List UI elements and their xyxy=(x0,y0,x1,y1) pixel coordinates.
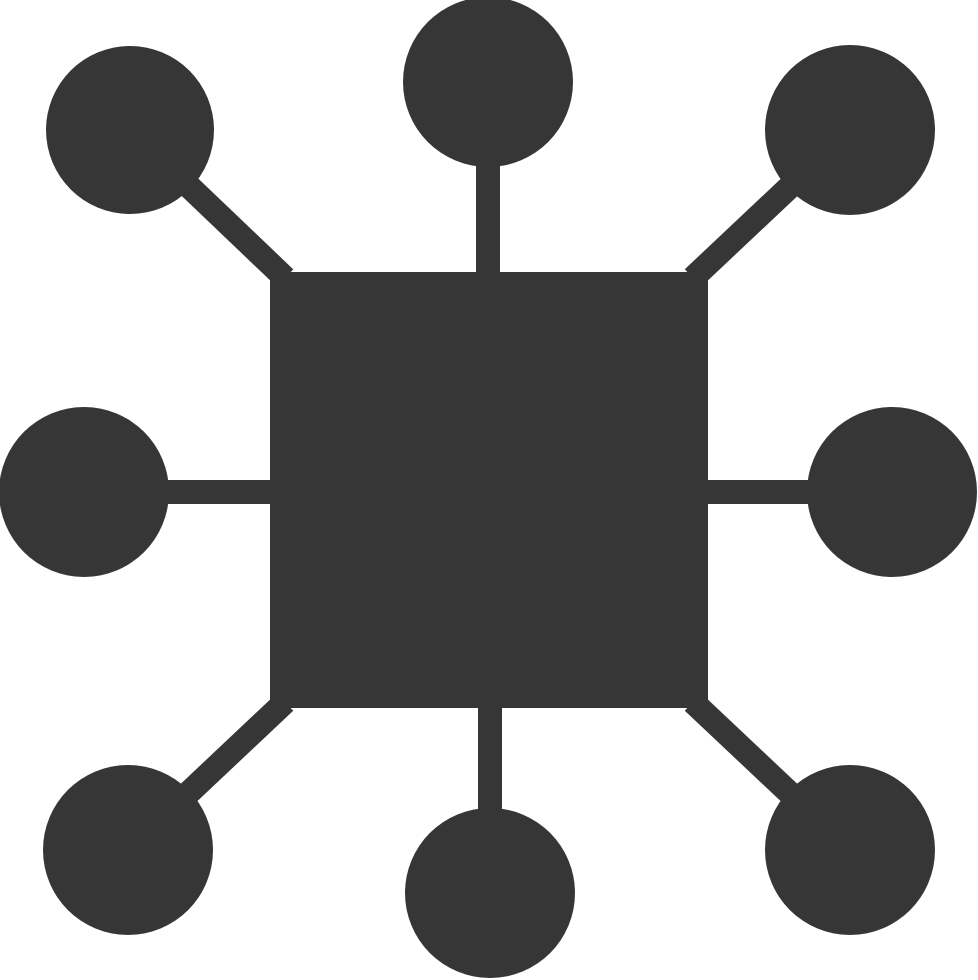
node-bottom-circle xyxy=(405,808,575,978)
node-top-right-circle xyxy=(765,45,935,215)
node-left-circle xyxy=(0,407,169,577)
node-bottom-right-circle xyxy=(765,765,935,935)
node-top-circle xyxy=(403,0,573,167)
node-right-circle xyxy=(807,407,977,577)
central-hub-square xyxy=(270,272,708,708)
node-top-left-circle xyxy=(46,46,214,214)
node-bottom-left-circle xyxy=(43,765,213,935)
